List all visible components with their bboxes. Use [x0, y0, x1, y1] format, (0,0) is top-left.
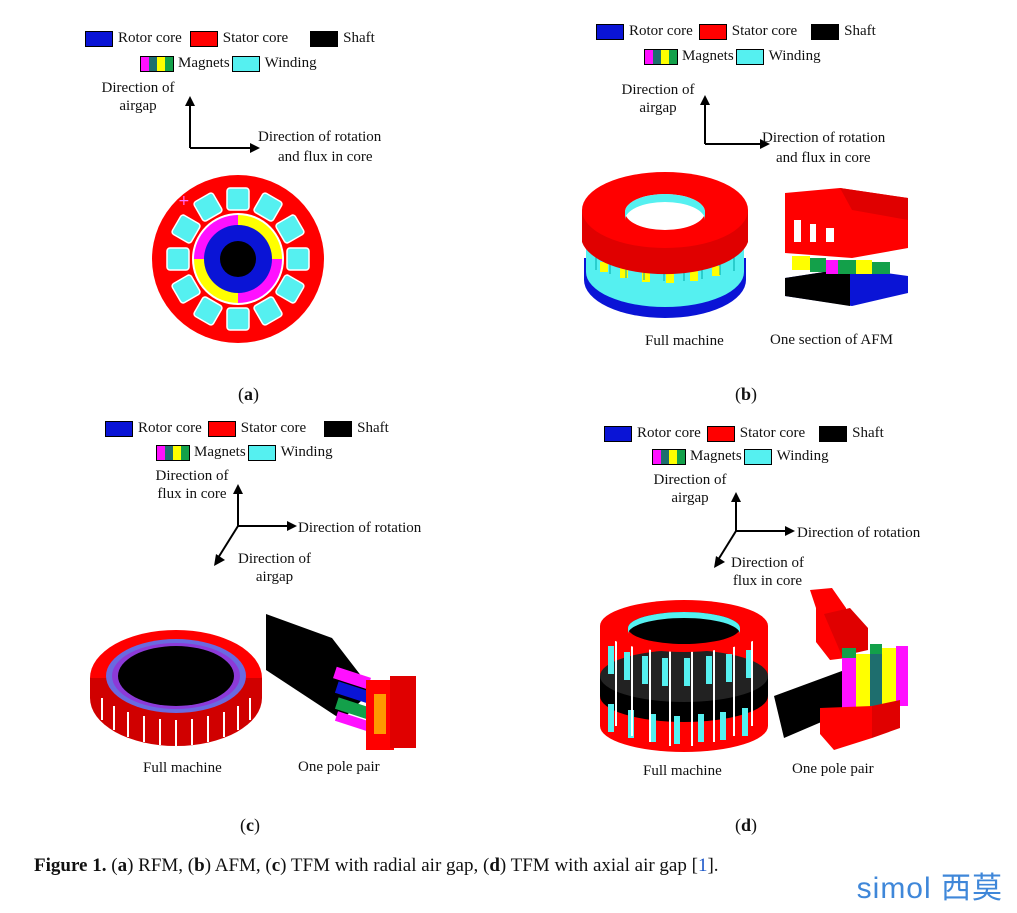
- magnets-label: Magnets: [194, 444, 246, 460]
- full-machine-caption: Full machine: [143, 760, 222, 776]
- direction-of-rotation-label: Direction of rotation: [762, 130, 886, 146]
- direction-of-airgap-label: Direction of airgap: [238, 551, 311, 585]
- flux-in-core-label: and flux in core: [776, 150, 871, 166]
- watermark: simol 西莫: [856, 872, 1003, 905]
- shaft-swatch: [324, 420, 353, 437]
- afm-one-section: [785, 188, 908, 306]
- direction-of-flux-label: Direction of flux in core: [731, 555, 804, 589]
- shaft-label: Shaft: [844, 23, 876, 39]
- stator-core-swatch: [706, 425, 735, 442]
- shaft-swatch: [819, 425, 848, 442]
- legend-row-1: Rotor core Stator core Shaft: [604, 425, 884, 442]
- shaft-swatch: [310, 30, 339, 47]
- panel-d-label: (d): [735, 815, 758, 835]
- magnets-label: Magnets: [682, 48, 734, 64]
- legend-row-1: Rotor core Stator core Shaft: [105, 420, 389, 437]
- one-section-caption: One section of AFM: [770, 332, 893, 348]
- legend-row-2: Magnets Winding: [652, 448, 829, 465]
- stator-core-label: Stator core: [240, 420, 307, 436]
- rotor-core-swatch: [105, 420, 133, 437]
- winding-swatch: [735, 48, 764, 65]
- winding-label: Winding: [776, 448, 829, 464]
- winding-swatch: [231, 55, 260, 72]
- one-pole-pair-caption: One pole pair: [792, 761, 874, 777]
- tfm-radial-full-machine: [90, 630, 262, 746]
- magnets-swatch: [140, 55, 174, 72]
- rotor-core-label: Rotor core: [118, 30, 182, 46]
- winding-swatch: [247, 444, 276, 461]
- magnets-swatch: [156, 444, 190, 461]
- rotor-core-label: Rotor core: [138, 420, 202, 436]
- panel-a-label: (a): [238, 384, 259, 404]
- direction-of-rotation-label: Direction of rotation: [298, 520, 422, 536]
- direction-of-airgap-label: Direction of airgap: [101, 80, 175, 114]
- tfm-axial-full-machine: [600, 600, 768, 752]
- full-machine-caption: Full machine: [645, 333, 724, 349]
- direction-of-rotation-label: Direction of rotation: [797, 525, 921, 541]
- magnets-label: Magnets: [178, 55, 230, 71]
- stator-core-label: Stator core: [739, 425, 806, 441]
- reference-link[interactable]: 1: [697, 855, 708, 876]
- tfm-radial-pole-pair: [266, 614, 416, 750]
- legend-row-2: Magnets Winding: [156, 444, 333, 461]
- stator-core-swatch: [189, 30, 218, 47]
- magnets-swatch: [644, 48, 678, 65]
- direction-of-rotation-label: Direction of rotation: [258, 129, 382, 145]
- afm-full-machine: [582, 172, 748, 318]
- legend-row-1: Rotor core Stator core Shaft: [85, 30, 375, 47]
- figure-number: Figure 1.: [34, 855, 107, 876]
- stator-core-swatch: [207, 420, 236, 437]
- legend-row-1: Rotor core Stator core Shaft: [596, 23, 876, 40]
- flux-in-core-label: and flux in core: [278, 149, 373, 165]
- axes-arrows: [714, 492, 795, 568]
- tfm-axial-pole-pair: [774, 588, 908, 750]
- winding-label: Winding: [280, 444, 333, 460]
- axes-arrows: [214, 484, 297, 566]
- axes-arrows: [700, 95, 770, 149]
- panel-b-label: (b): [735, 384, 758, 404]
- rotor-core-swatch: [85, 30, 113, 47]
- direction-of-airgap-label: Direction of airgap: [653, 472, 727, 506]
- rotor-core-swatch: [596, 23, 624, 40]
- direction-of-flux-label: Direction of flux in core: [155, 468, 229, 502]
- legend-row-2: Magnets Winding: [644, 48, 821, 65]
- shaft-swatch: [811, 23, 840, 40]
- stator-core-label: Stator core: [222, 30, 289, 46]
- rotor-core-label: Rotor core: [629, 23, 693, 39]
- legend-row-2: Magnets Winding: [140, 55, 317, 72]
- stator-core-swatch: [698, 23, 727, 40]
- direction-of-airgap-label: Direction of airgap: [621, 82, 695, 116]
- svg-text:+: +: [178, 193, 190, 209]
- axes-arrows: [185, 96, 260, 153]
- rotor-core-label: Rotor core: [637, 425, 701, 441]
- stator-core-label: Stator core: [731, 23, 798, 39]
- winding-swatch: [743, 448, 772, 465]
- winding-label: Winding: [768, 48, 821, 64]
- shaft-label: Shaft: [357, 420, 389, 436]
- magnets-label: Magnets: [690, 448, 742, 464]
- panel-c-label: (c): [240, 815, 260, 835]
- rfm-cross-section: +: [152, 175, 324, 343]
- shaft-label: Shaft: [343, 30, 375, 46]
- one-pole-pair-caption: One pole pair: [298, 759, 380, 775]
- magnets-swatch: [652, 448, 686, 465]
- winding-label: Winding: [264, 55, 317, 71]
- figure-caption: Figure 1. (a) RFM, (b) AFM, (c) TFM with…: [34, 855, 719, 876]
- full-machine-caption: Full machine: [643, 763, 722, 779]
- shaft-label: Shaft: [852, 425, 884, 441]
- rotor-core-swatch: [604, 425, 632, 442]
